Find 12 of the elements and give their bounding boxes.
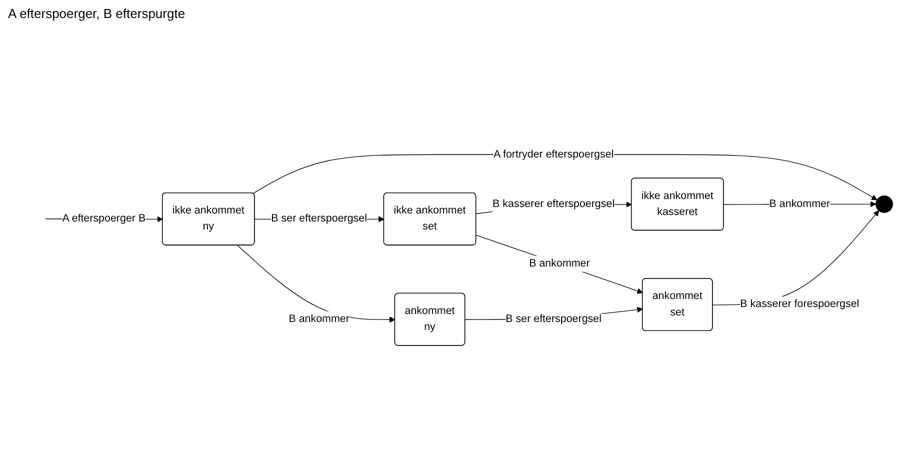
arrow bbox=[476, 234, 643, 294]
edge-label: B ser efterspoergsel bbox=[506, 313, 602, 325]
note-text: A efterspoerger, B efterspurgte bbox=[8, 6, 186, 21]
edge-label: A fortryder efterspoergsel bbox=[493, 148, 614, 160]
edge-label: B kasserer forespoergsel bbox=[740, 298, 860, 310]
edge-label: A efterspoerger B bbox=[62, 212, 146, 224]
edge-label: B ankommer bbox=[769, 198, 830, 210]
edge-label: B ser efterspoergsel bbox=[271, 212, 367, 224]
edge-label: B kasserer efterspoergsel bbox=[492, 198, 615, 210]
edge-label: B ankommer bbox=[529, 258, 590, 270]
node-circle bbox=[876, 195, 893, 213]
edge-label: B ankommer bbox=[288, 313, 350, 325]
